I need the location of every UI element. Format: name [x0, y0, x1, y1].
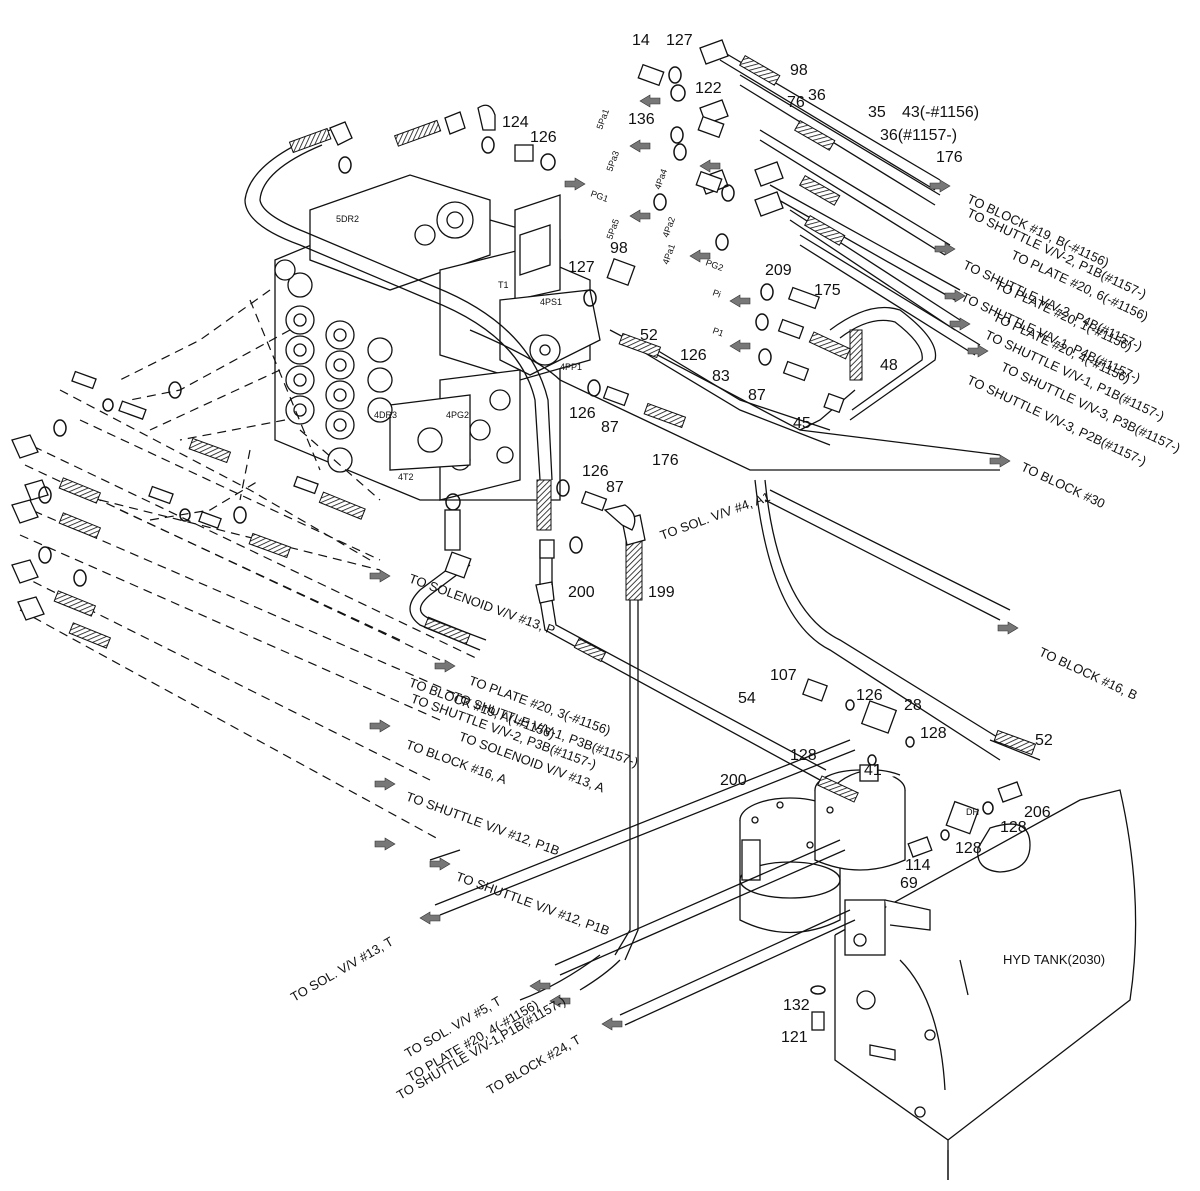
- part-number-label: 175: [814, 282, 841, 299]
- destination-label: TO SHUTTLE V/V #12, P1B: [404, 789, 562, 859]
- part-number-label: 35: [868, 104, 886, 121]
- part-number-label: 45: [793, 415, 811, 432]
- hyd-tank-label: HYD TANK(2030): [1003, 952, 1105, 967]
- o-rings: [38, 66, 994, 995]
- part-number-label: 52: [640, 327, 658, 344]
- destination-label: TO BLOCK #30: [1019, 459, 1108, 511]
- port-tag-label: 4DR3: [374, 410, 397, 420]
- part-number-label: 176: [936, 149, 963, 166]
- part-number-label: 126: [530, 129, 557, 146]
- part-number-label: 87: [748, 387, 766, 404]
- port-tag-label: 4T2: [398, 472, 414, 482]
- port-tag-label: 4Pa4: [652, 168, 669, 191]
- destination-label: TO SOL. V/V #13, T: [288, 934, 396, 1005]
- part-number-label: 200: [568, 584, 595, 601]
- port-tag-label: 5DR2: [336, 214, 359, 224]
- port-tag-label: PG2: [704, 257, 724, 273]
- part-number-label: 121: [781, 1029, 808, 1046]
- port-tag-label: T1: [498, 280, 509, 290]
- port-tag-label: DH: [966, 807, 979, 817]
- destination-label: TO SHUTTLE V/V #12, P1B: [454, 869, 612, 939]
- part-number-label: 83: [712, 368, 730, 385]
- hose-lines: [11, 39, 1041, 1026]
- destination-label: TO SHUTTLE V/V-2, P1B(#1157-): [965, 205, 1149, 301]
- part-number-label: 126: [582, 463, 609, 480]
- part-number-label: 126: [856, 687, 883, 704]
- part-number-label: 36(#1157-): [880, 127, 957, 144]
- part-number-label: 52: [1035, 732, 1053, 749]
- part-number-label: 36: [808, 87, 826, 104]
- spool-caps: [274, 259, 393, 473]
- main-control-valve: [274, 174, 601, 501]
- part-number-label: 128: [920, 725, 947, 742]
- part-number-label: 200: [720, 772, 747, 789]
- port-tag-label: 5Pa1: [594, 108, 611, 131]
- part-number-label: 98: [790, 62, 808, 79]
- port-tag-label: Pi: [711, 287, 722, 299]
- part-number-label: 126: [680, 347, 707, 364]
- port-tag-label: 5Pa3: [604, 150, 621, 173]
- part-number-label: 98: [610, 240, 628, 257]
- destination-label: TO BLOCK #16, B: [1037, 644, 1140, 703]
- port-tag-label: PG1: [589, 188, 609, 204]
- part-number-label: 176: [652, 452, 679, 469]
- part-number-label: 114: [905, 857, 931, 874]
- part-number-label: 127: [666, 32, 693, 49]
- part-number-label: 41: [864, 762, 882, 779]
- part-number-label: 43(-#1156): [902, 104, 979, 121]
- part-number-label: 124: [502, 114, 529, 131]
- part-number-label: 126: [569, 405, 596, 422]
- part-number-label: 132: [783, 997, 810, 1014]
- return-filter: [739, 769, 931, 956]
- part-number-label: 76: [787, 94, 805, 111]
- part-number-label: 122: [695, 80, 722, 97]
- part-number-label: 69: [900, 875, 918, 892]
- part-number-label: 54: [738, 690, 756, 707]
- port-tag-label: 4PS1: [540, 297, 562, 307]
- part-number-label: 87: [606, 479, 624, 496]
- port-tag-label: 4PG2: [446, 410, 469, 420]
- part-number-label: 127: [568, 259, 595, 276]
- part-number-label: 199: [648, 584, 675, 601]
- part-number-label: 128: [1000, 819, 1027, 836]
- port-tag-label: 4Pa1: [660, 243, 677, 266]
- part-number-label: 28: [904, 697, 922, 714]
- hydraulic-tank: [834, 789, 1137, 1180]
- part-number-label: 48: [880, 357, 898, 374]
- destination-label: TO SOL. V/V #4, A1: [658, 489, 772, 543]
- part-number-label: 107: [770, 667, 797, 684]
- part-number-label: 209: [765, 262, 792, 279]
- port-tag-label: 4PP1: [560, 362, 582, 372]
- part-number-label: 128: [955, 840, 982, 857]
- part-number-label: 128: [790, 747, 817, 764]
- port-tag-label: P1: [711, 325, 725, 338]
- port-tag-label: 5Pa5: [604, 218, 621, 241]
- fittings: [71, 63, 1023, 1031]
- flow-arrows: [369, 94, 1019, 1031]
- port-tag-label: 4Pa2: [660, 216, 677, 239]
- part-number-label: 136: [628, 111, 655, 128]
- part-number-label: 87: [601, 419, 619, 436]
- part-number-label: 14: [632, 32, 650, 49]
- part-number-label: 206: [1024, 804, 1051, 821]
